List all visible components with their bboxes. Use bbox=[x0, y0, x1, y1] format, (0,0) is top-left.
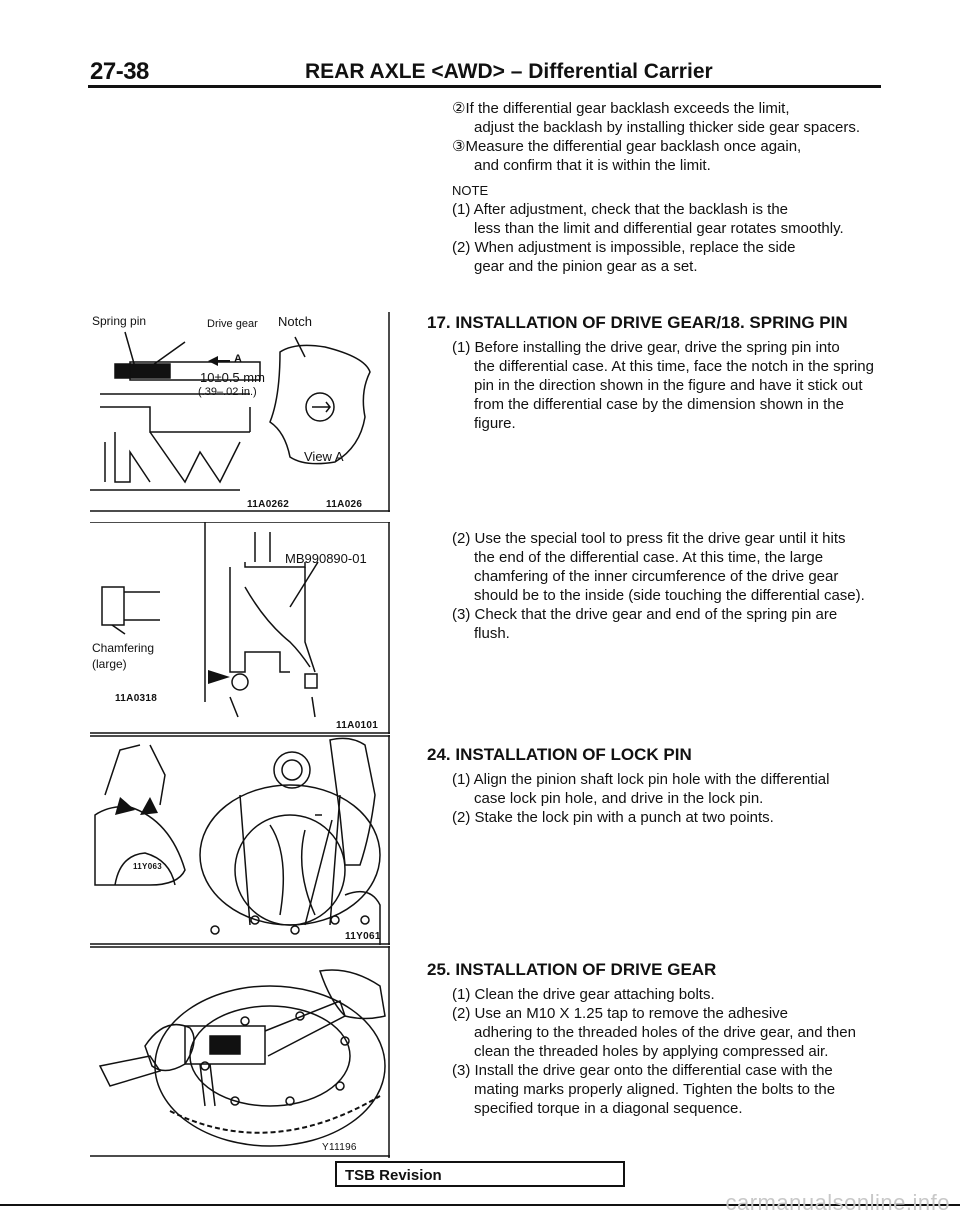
intro-step2: ②If the differential gear backlash excee… bbox=[452, 100, 790, 117]
figure-tap: Y11196 bbox=[90, 946, 390, 1158]
tap-diagram bbox=[90, 946, 390, 1158]
note2: (2) When adjustment is impossible, repla… bbox=[452, 239, 796, 256]
label-view-a: View A bbox=[304, 449, 344, 464]
fig4-code: Y11196 bbox=[322, 1142, 357, 1153]
watermark-text: carmanualsonline.info bbox=[725, 1190, 950, 1215]
figure-lock-pin: 11Y063 11Y061 bbox=[90, 735, 390, 945]
s25-step3: (3) Install the drive gear onto the diff… bbox=[452, 1062, 833, 1079]
label-spring-pin: Spring pin bbox=[92, 314, 147, 328]
spring-pin-diagram bbox=[90, 312, 390, 512]
note1: (1) After adjustment, check that the bac… bbox=[452, 201, 789, 218]
label-large: (large) bbox=[92, 657, 127, 671]
page-number: 27-38 bbox=[90, 58, 149, 85]
s24-step2: (2) Stake the lock pin with a punch at t… bbox=[452, 809, 774, 826]
section24-steps: (1) Align the pinion shaft lock pin hole… bbox=[452, 770, 882, 827]
tsb-revision-box: TSB Revision bbox=[335, 1161, 625, 1187]
label-dim-mm: 10±0.5 mm bbox=[200, 370, 265, 385]
header-rule bbox=[88, 85, 881, 88]
figure-press-fit: MB990890-01 Chamfering (large) 11A0318 1… bbox=[90, 521, 390, 734]
fig3-code: 11Y061 bbox=[345, 931, 381, 942]
s17-step1-cont: the differential case. At this time, fac… bbox=[474, 358, 874, 432]
note1-cont: less than the limit and differential gea… bbox=[474, 220, 844, 237]
s17-step1: (1) Before installing the drive gear, dr… bbox=[452, 339, 840, 356]
s17-step2: (2) Use the special tool to press fit th… bbox=[452, 530, 846, 547]
s25-step2-cont: adhering to the threaded holes of the dr… bbox=[474, 1024, 856, 1060]
figure-spring-pin: Spring pin Drive gear Notch A 10±0.5 mm … bbox=[90, 312, 390, 512]
fig2-code2: 11A0101 bbox=[336, 720, 379, 731]
section25-steps: (1) Clean the drive gear attaching bolts… bbox=[452, 985, 882, 1118]
note-label: NOTE bbox=[452, 183, 489, 198]
s24-step1-cont: case lock pin hole, and drive in the loc… bbox=[474, 790, 764, 807]
section17-heading: 17. INSTALLATION OF DRIVE GEAR/18. SPRIN… bbox=[427, 313, 848, 332]
label-arrow-a: A bbox=[234, 353, 242, 365]
section24-heading: 24. INSTALLATION OF LOCK PIN bbox=[427, 745, 692, 764]
page-title: REAR AXLE <AWD> – Differential Carrier bbox=[305, 60, 713, 83]
label-notch: Notch bbox=[278, 314, 312, 329]
fig2-code1: 11A0318 bbox=[115, 693, 158, 704]
s17-step3-cont: flush. bbox=[474, 625, 510, 642]
s17-step3: (3) Check that the drive gear and end of… bbox=[452, 606, 838, 623]
fig1-code2: 11A026 bbox=[326, 499, 363, 510]
intro-block: ②If the differential gear backlash excee… bbox=[452, 99, 882, 276]
label-dim-in: (.39–.02 in.) bbox=[198, 386, 257, 398]
fig1-code1: 11A0262 bbox=[247, 499, 290, 510]
s17-step2-cont: the end of the differential case. At thi… bbox=[474, 549, 865, 604]
note2-cont: gear and the pinion gear as a set. bbox=[474, 258, 698, 275]
s25-step3-cont: mating marks properly aligned. Tighten t… bbox=[474, 1081, 836, 1117]
s24-step1: (1) Align the pinion shaft lock pin hole… bbox=[452, 771, 830, 788]
intro-step3-cont: and confirm that it is within the limit. bbox=[474, 157, 711, 174]
fig3-inset-code: 11Y063 bbox=[133, 862, 162, 871]
section17-step2: (2) Use the special tool to press fit th… bbox=[452, 529, 882, 643]
section17-step1: (1) Before installing the drive gear, dr… bbox=[452, 338, 882, 433]
intro-step2-cont: adjust the backlash by installing thicke… bbox=[474, 119, 861, 136]
s25-step1: (1) Clean the drive gear attaching bolts… bbox=[452, 986, 715, 1003]
label-chamfering: Chamfering bbox=[92, 641, 155, 655]
press-fit-diagram bbox=[90, 521, 390, 734]
s25-step2: (2) Use an M10 X 1.25 tap to remove the … bbox=[452, 1005, 789, 1022]
intro-step3: ③Measure the differential gear backlash … bbox=[452, 138, 802, 155]
lock-pin-diagram bbox=[90, 735, 390, 945]
label-tool: MB990890-01 bbox=[285, 551, 367, 566]
bottom-rule bbox=[0, 1204, 960, 1206]
section25-heading: 25. INSTALLATION OF DRIVE GEAR bbox=[427, 960, 717, 979]
label-drive-gear: Drive gear bbox=[207, 318, 258, 330]
